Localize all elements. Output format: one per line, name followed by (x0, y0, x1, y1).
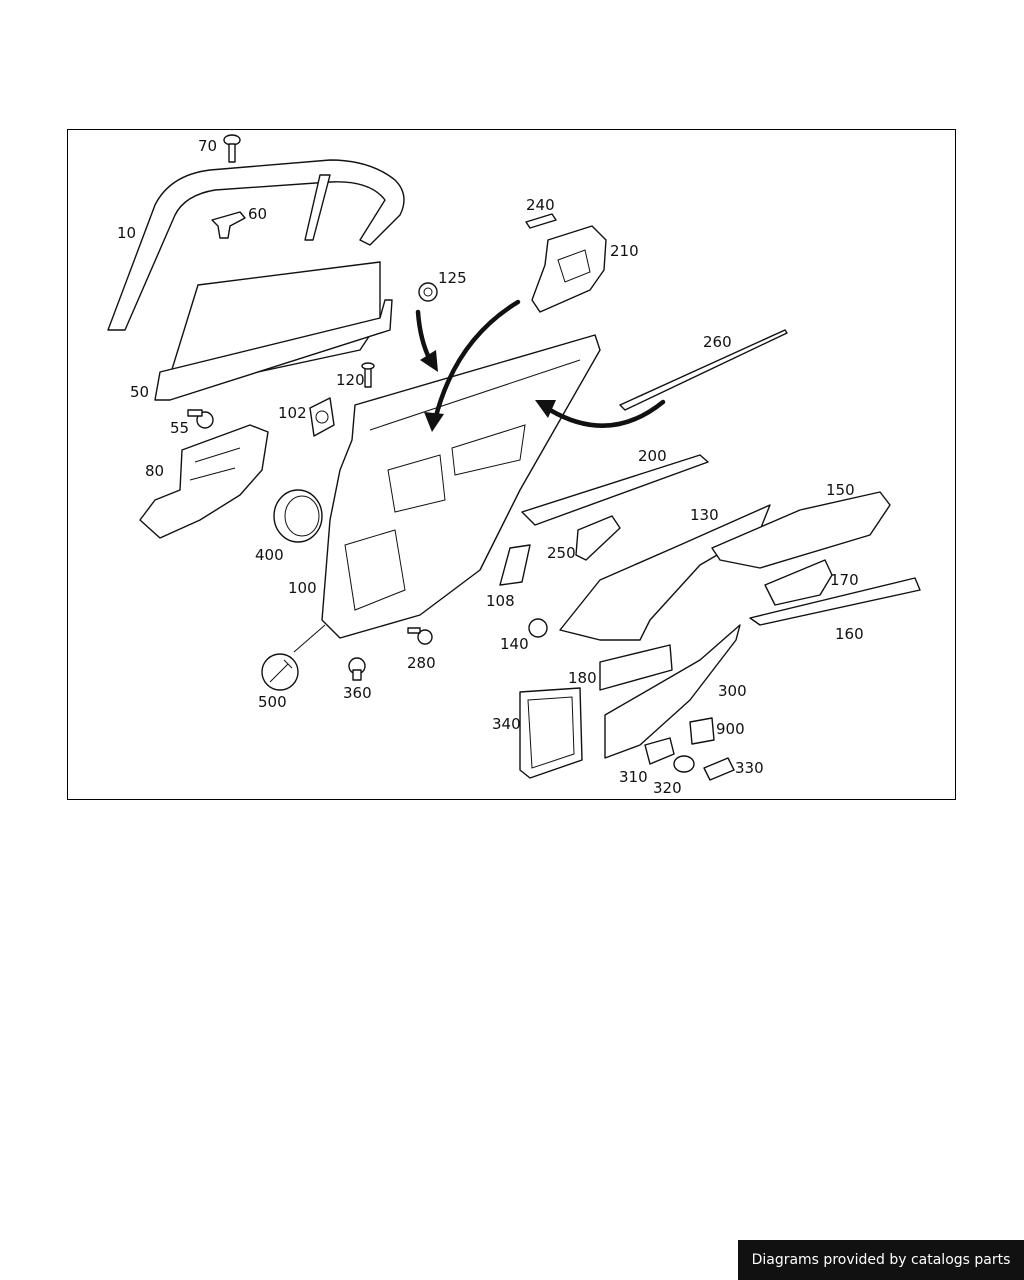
part-320-bulb (673, 755, 695, 773)
callout-60: 60 (248, 205, 267, 223)
callout-300: 300 (718, 682, 747, 700)
callout-80: 80 (145, 462, 164, 480)
callout-320: 320 (653, 779, 682, 797)
credit-text: Diagrams provided by catalogs parts (751, 1252, 1011, 1268)
callout-102: 102 (278, 404, 307, 422)
callout-55: 55 (170, 419, 189, 437)
part-60-clip (211, 211, 246, 239)
part-125-nut (418, 282, 438, 302)
callout-260: 260 (703, 333, 732, 351)
callout-130: 130 (690, 506, 719, 524)
callout-400: 400 (255, 546, 284, 564)
callout-210: 210 (610, 242, 639, 260)
callout-280: 280 (407, 654, 436, 672)
part-400-ring (273, 489, 323, 543)
part-150-armrest (711, 491, 891, 569)
part-108-trim-piece (499, 544, 531, 586)
callout-170: 170 (830, 571, 859, 589)
callout-labels: 70 60 10 240 210 125 50 120 102 55 260 8… (117, 137, 864, 797)
callout-310: 310 (619, 768, 648, 786)
assembly-arrows (415, 299, 666, 432)
part-240-handle-clip (525, 213, 557, 229)
diagram-frame (67, 129, 956, 800)
callout-70: 70 (198, 137, 217, 155)
callout-250: 250 (547, 544, 576, 562)
part-260-seal-strip (619, 329, 788, 411)
callout-50: 50 (130, 383, 149, 401)
callout-900: 900 (716, 720, 745, 738)
part-360-fastener (348, 657, 366, 681)
credit-banner: Diagrams provided by catalogs parts (738, 1240, 1024, 1280)
part-280-bolt (407, 627, 433, 645)
callout-150: 150 (826, 481, 855, 499)
part-160-lower-trim (749, 577, 921, 626)
callout-100: 100 (288, 579, 317, 597)
callout-140: 140 (500, 635, 529, 653)
callout-120: 120 (336, 371, 365, 389)
part-55-bolt (187, 409, 214, 429)
part-330-lamp (703, 757, 735, 781)
part-102-speaker-plate (309, 397, 335, 437)
callout-500: 500 (258, 693, 287, 711)
part-80-lower-frame (139, 424, 269, 539)
callout-180: 180 (568, 669, 597, 687)
part-900-label (689, 717, 715, 745)
part-340-frame (519, 687, 583, 779)
part-210-handle-bracket (531, 225, 607, 313)
callout-160: 160 (835, 625, 864, 643)
part-170-switch-housing (764, 559, 833, 606)
part-120-pin (361, 362, 375, 388)
part-200-trim-strip (521, 454, 709, 526)
part-140-grommet (528, 618, 548, 638)
callout-200: 200 (638, 447, 667, 465)
callout-108: 108 (486, 592, 515, 610)
part-250-handle-bezel (575, 515, 621, 561)
callout-240: 240 (526, 196, 555, 214)
part-300-lower-panel (604, 624, 741, 759)
part-310-switch (644, 737, 675, 765)
part-70-screw (223, 134, 241, 163)
callout-360: 360 (343, 684, 372, 702)
part-50-window-glass (154, 261, 393, 401)
part-180-panel (599, 644, 673, 691)
part-10-window-frame (107, 159, 405, 331)
callout-330: 330 (735, 759, 764, 777)
callout-340: 340 (492, 715, 521, 733)
callout-10: 10 (117, 224, 136, 242)
part-100-door-carrier (321, 334, 601, 639)
callout-125: 125 (438, 269, 467, 287)
part-500-tool-symbol (261, 624, 326, 691)
